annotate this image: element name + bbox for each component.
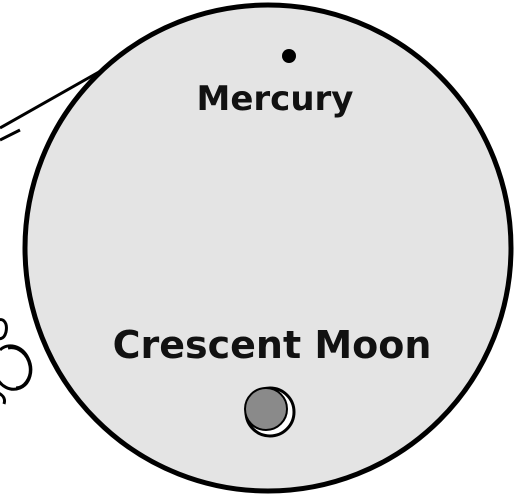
crescent-moon-label: Crescent Moon	[113, 323, 432, 367]
mercury-label: Mercury	[197, 79, 354, 119]
telescope-icon	[0, 320, 31, 404]
sight-line-lower	[0, 130, 20, 140]
crescent-moon-icon	[245, 388, 294, 436]
mercury-dot	[282, 49, 296, 63]
